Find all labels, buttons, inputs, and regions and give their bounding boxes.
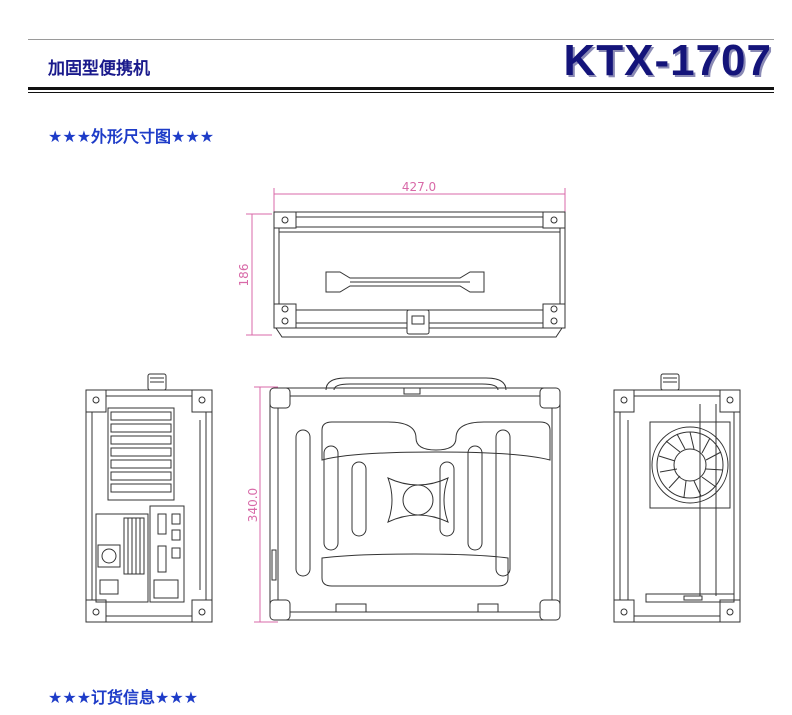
top-height-dimension-label: 186	[237, 264, 251, 287]
header-rule-thin	[28, 92, 774, 93]
top-view: 427.0 186	[237, 180, 566, 338]
header-rule-thick	[28, 87, 774, 90]
ordering-section-title: ★★★订货信息★★★	[48, 688, 199, 707]
model-number: KTX-1707	[563, 36, 772, 85]
right-side-view	[613, 373, 741, 623]
front-view: 340.0	[246, 377, 561, 623]
front-height-dimension-label: 340.0	[246, 488, 260, 522]
product-type-title: 加固型便携机	[48, 59, 150, 79]
dimensions-section-title: ★★★外形尺寸图★★★	[48, 127, 215, 146]
left-side-view	[85, 373, 213, 623]
header-top-rule	[28, 39, 774, 40]
width-dimension-label: 427.0	[402, 180, 436, 194]
